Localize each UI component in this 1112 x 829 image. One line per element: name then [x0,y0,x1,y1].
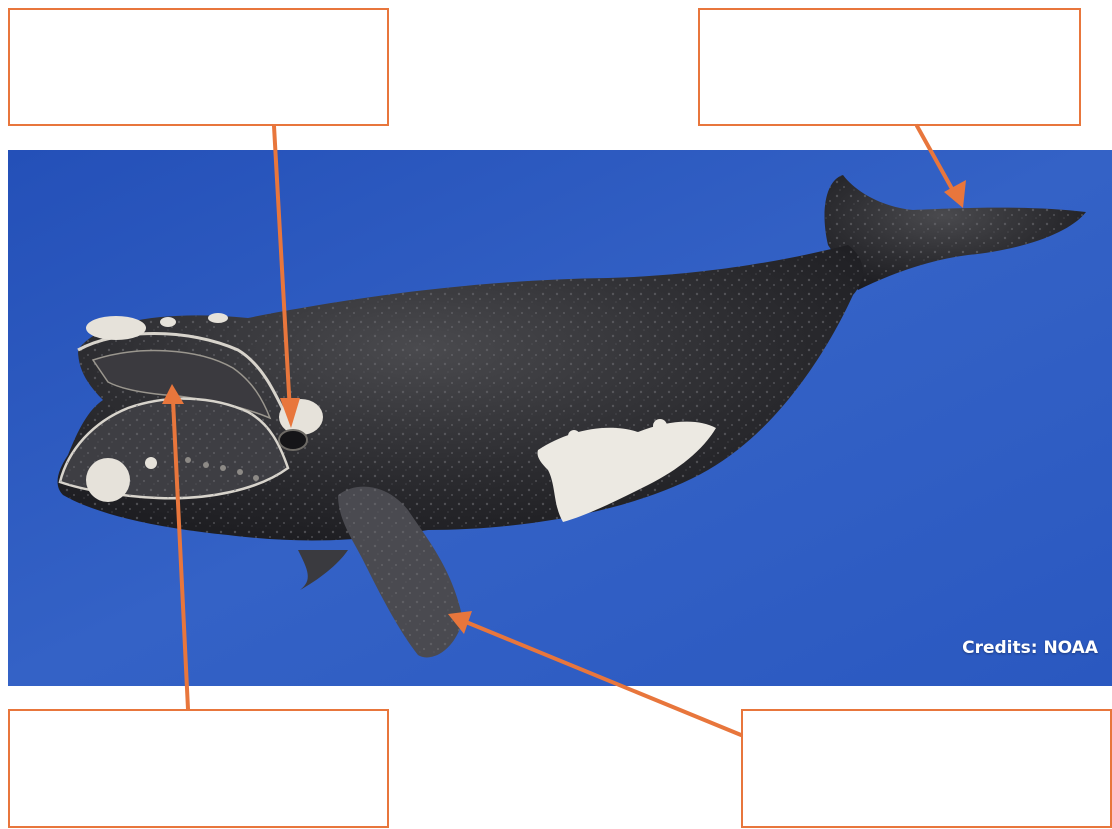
image-credit: Credits: NOAA [962,638,1098,658]
label-box-top-left[interactable] [8,8,389,126]
whale-illustration: Credits: NOAA [8,150,1112,686]
whale-eye [279,430,307,450]
label-box-top-right[interactable] [698,8,1081,126]
label-box-bottom-right[interactable] [741,709,1112,828]
label-box-bottom-left[interactable] [8,709,389,828]
